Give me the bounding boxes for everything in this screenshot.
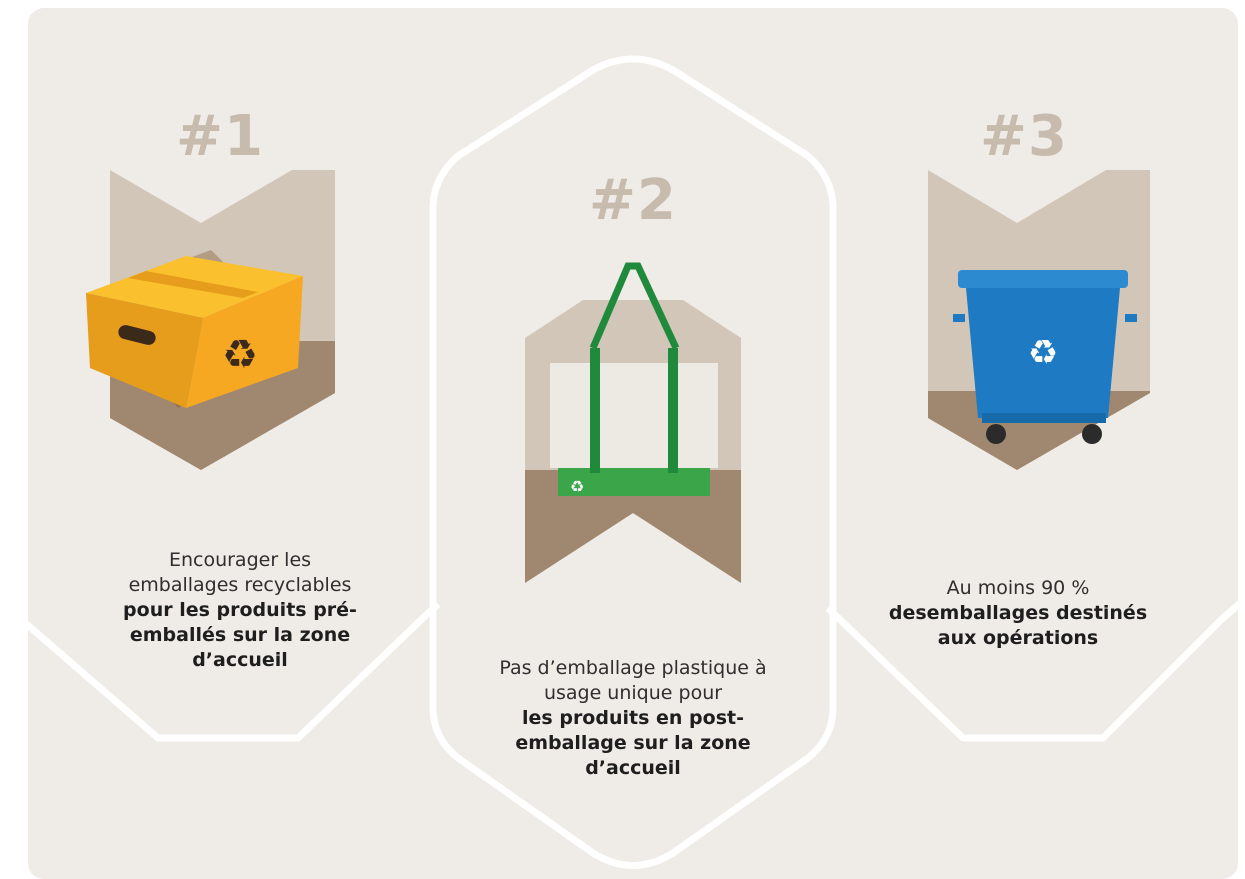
infographic-panel: ♻ ♻ ♻ (28, 8, 1238, 879)
card-outline-2 (429, 55, 837, 869)
tote-bag-recycle-icon: ♻ (550, 262, 718, 496)
step-2-text: Pas d’emballage plastique à usage unique… (499, 657, 767, 704)
svg-text:♻: ♻ (570, 477, 584, 496)
step-caption-2: Pas d’emballage plastique à usage unique… (483, 656, 783, 781)
cardboard-box-recycle-icon: ♻ (86, 250, 303, 408)
recycling-bin-icon: ♻ (953, 270, 1137, 444)
svg-text:♻: ♻ (222, 332, 258, 378)
card-outline-3 (825, 600, 1238, 742)
card-outline-1 (28, 601, 441, 742)
artwork: ♻ ♻ ♻ (28, 55, 1238, 869)
step-2-highlight: les produits en post-emballage sur la zo… (515, 707, 751, 779)
step-caption-1: Encourager les emballages recyclables po… (120, 548, 360, 673)
svg-text:♻: ♻ (1028, 333, 1058, 373)
step-number-1: #1 (176, 104, 264, 169)
step-3-text: Au moins 90 % (946, 577, 1090, 599)
step-1-text: Encourager les emballages recyclables (128, 549, 352, 596)
step-number-2: #2 (589, 168, 677, 233)
step-3-highlight: desemballages destinés aux opérations (888, 602, 1148, 649)
step-1-highlight: pour les produits pré-emballés sur la zo… (123, 599, 357, 671)
step-caption-3: Au moins 90 % desemballages destinés aux… (888, 576, 1148, 651)
step-number-3: #3 (980, 104, 1068, 169)
